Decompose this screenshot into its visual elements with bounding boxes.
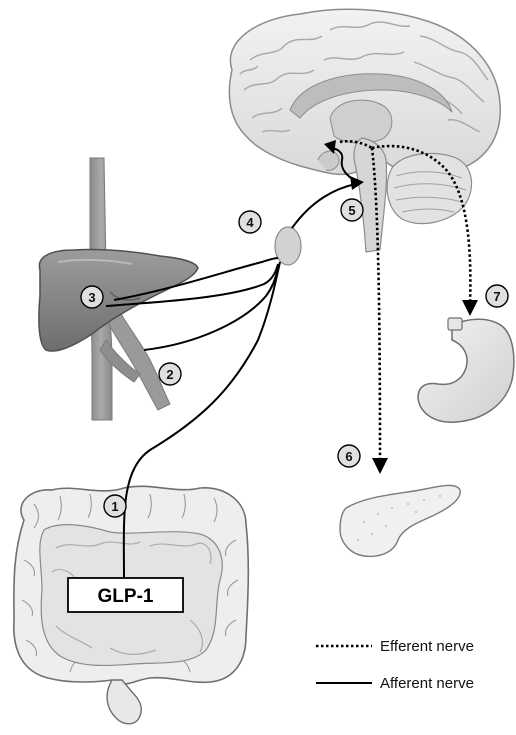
thalamus: [330, 100, 392, 143]
legend-afferent-label: Afferent nerve: [380, 675, 474, 692]
cerebellum: [387, 153, 471, 223]
rectum: [107, 680, 141, 724]
legend-efferent-label: Efferent nerve: [380, 638, 474, 655]
marker-6-label: 6: [345, 449, 352, 464]
marker-2-label: 2: [166, 367, 173, 382]
pancreas-illustration: [340, 485, 460, 556]
marker-4: 4: [239, 211, 261, 233]
marker-2: 2: [159, 363, 181, 385]
stomach-illustration: [418, 318, 514, 422]
pancreas: [340, 485, 460, 556]
stomach: [418, 319, 514, 422]
marker-5: 5: [341, 199, 363, 221]
arrowhead-pancreas: [372, 458, 388, 474]
marker-5-label: 5: [348, 203, 355, 218]
esophagus-stub: [448, 318, 462, 330]
marker-3-label: 3: [88, 290, 95, 305]
brain-illustration: [229, 9, 500, 252]
marker-7-label: 7: [493, 289, 500, 304]
glp1-label: GLP-1: [98, 586, 154, 607]
arrowhead-stomach: [462, 300, 478, 316]
legend: Efferent nerve Afferent nerve: [316, 638, 474, 692]
marker-4-label: 4: [246, 215, 254, 230]
marker-7: 7: [486, 285, 508, 307]
marker-6: 6: [338, 445, 360, 467]
marker-3: 3: [81, 286, 103, 308]
marker-1-label: 1: [111, 499, 118, 514]
brainstem: [354, 138, 387, 252]
nodose-ganglion: [275, 227, 301, 265]
marker-1: 1: [104, 495, 126, 517]
